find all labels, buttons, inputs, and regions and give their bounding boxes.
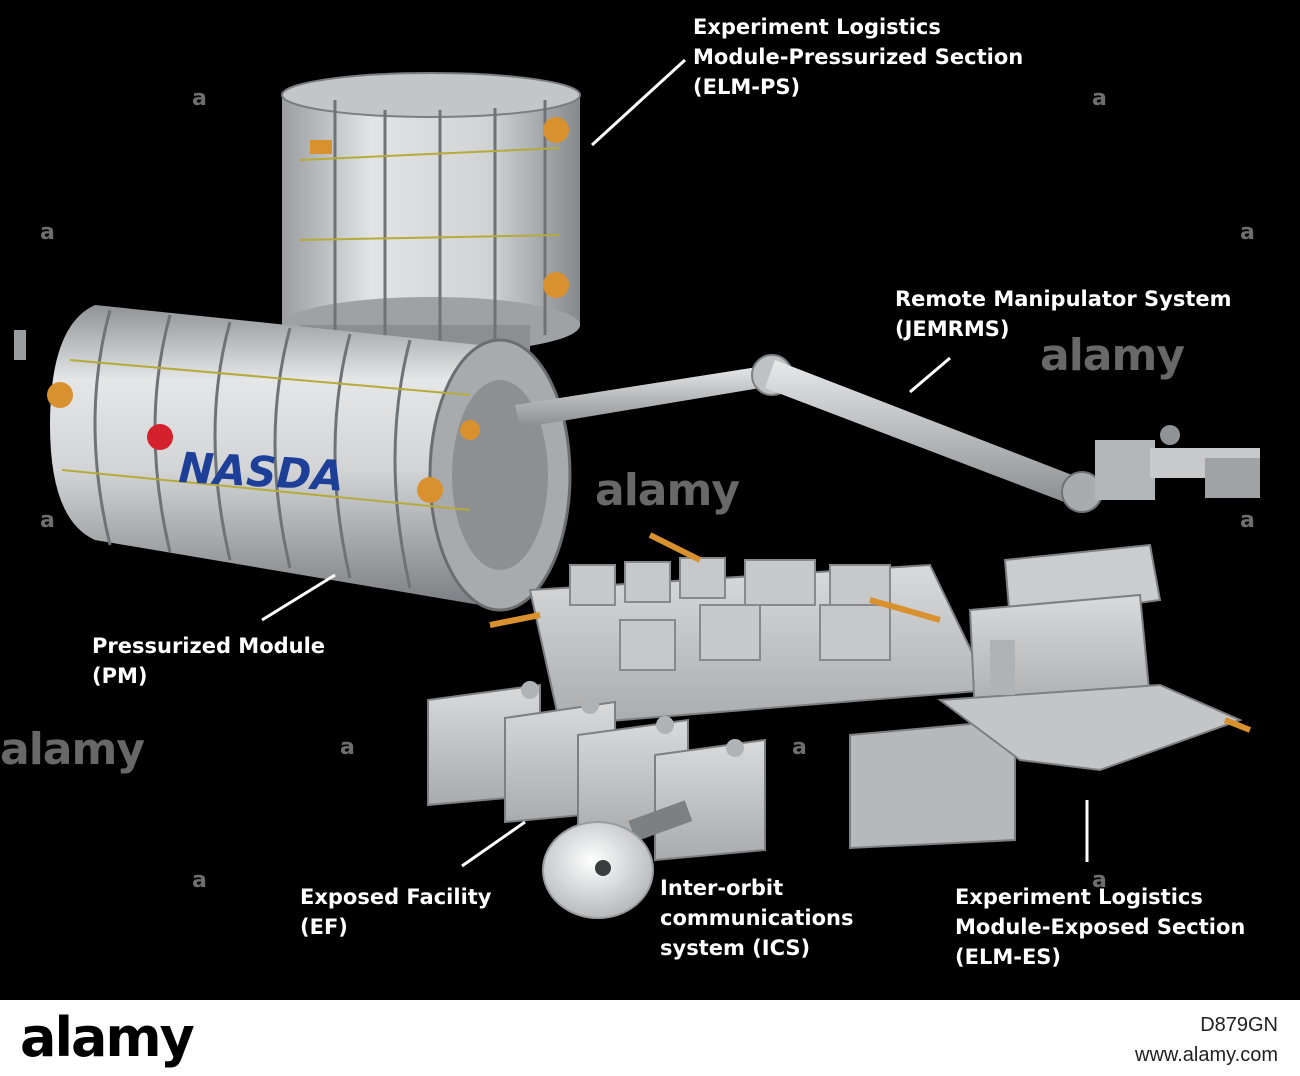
image-id: D879GN	[1200, 1014, 1278, 1036]
label-pm: Pressurized Module (PM)	[92, 631, 325, 691]
exposed-facility	[427, 532, 1016, 862]
label-rms-line1: Remote Manipulator System	[895, 287, 1232, 311]
leader-rms	[909, 356, 951, 394]
label-ef-line2: (EF)	[300, 915, 348, 939]
watermark-mark: a	[792, 735, 807, 760]
watermark-logo: alamy	[1040, 330, 1185, 381]
watermark-mark: a	[40, 508, 55, 533]
watermark-logo: alamy	[0, 724, 145, 775]
alamy-logo: alamy	[20, 1006, 195, 1069]
watermark-logo: alamy	[595, 465, 740, 516]
ics-dish	[542, 800, 693, 919]
leader-ef	[461, 820, 526, 868]
label-rms-line2: (JEMRMS)	[895, 317, 1010, 341]
label-elm-es-line3: (ELM-ES)	[955, 945, 1062, 969]
label-ef-line1: Exposed Facility	[300, 885, 492, 909]
nasda-logo: NASDA	[177, 443, 345, 501]
label-ef: Exposed Facility (EF)	[300, 882, 492, 942]
label-elm-es: Experiment Logistics Module-Exposed Sect…	[955, 882, 1245, 972]
site-url: www.alamy.com	[1135, 1044, 1278, 1066]
footer-bar: alamy D879GN www.alamy.com	[0, 1000, 1300, 1076]
remote-manipulator-arm	[515, 354, 1260, 513]
watermark-mark: a	[340, 735, 355, 760]
watermark-mark: a	[192, 86, 207, 111]
pressurized-module: NASDA	[14, 305, 572, 612]
label-ics-line2: communications	[660, 906, 854, 930]
watermark-mark: a	[1240, 220, 1255, 245]
watermark-mark: a	[1092, 868, 1107, 893]
jem-illustration: NASDA	[14, 58, 1260, 919]
label-ics: Inter-orbit communications system (ICS)	[660, 873, 853, 963]
leader-lines	[261, 58, 1089, 868]
leader-elm-ps	[590, 58, 687, 147]
leader-pm	[261, 573, 336, 622]
elm-ps-module	[281, 72, 581, 355]
label-elm-es-line2: Module-Exposed Section	[955, 915, 1246, 939]
label-elm-ps-line1: Experiment Logistics	[693, 15, 941, 39]
label-elm-es-line1: Experiment Logistics	[955, 885, 1203, 909]
label-ics-line3: system (ICS)	[660, 936, 811, 960]
label-elm-ps-line3: (ELM-PS)	[693, 75, 801, 99]
watermark-mark: a	[1092, 86, 1107, 111]
label-rms: Remote Manipulator System (JEMRMS)	[895, 284, 1232, 344]
elm-es-module	[937, 543, 1252, 772]
watermark-mark: a	[1240, 508, 1255, 533]
label-pm-line1: Pressurized Module	[92, 634, 326, 658]
label-ics-line1: Inter-orbit	[660, 876, 784, 900]
label-elm-ps-line2: Module-Pressurized Section	[693, 45, 1024, 69]
watermark-mark: a	[192, 868, 207, 893]
label-pm-line2: (PM)	[92, 664, 148, 688]
watermark-mark: a	[40, 220, 55, 245]
label-elm-ps: Experiment Logistics Module-Pressurized …	[693, 12, 1023, 102]
